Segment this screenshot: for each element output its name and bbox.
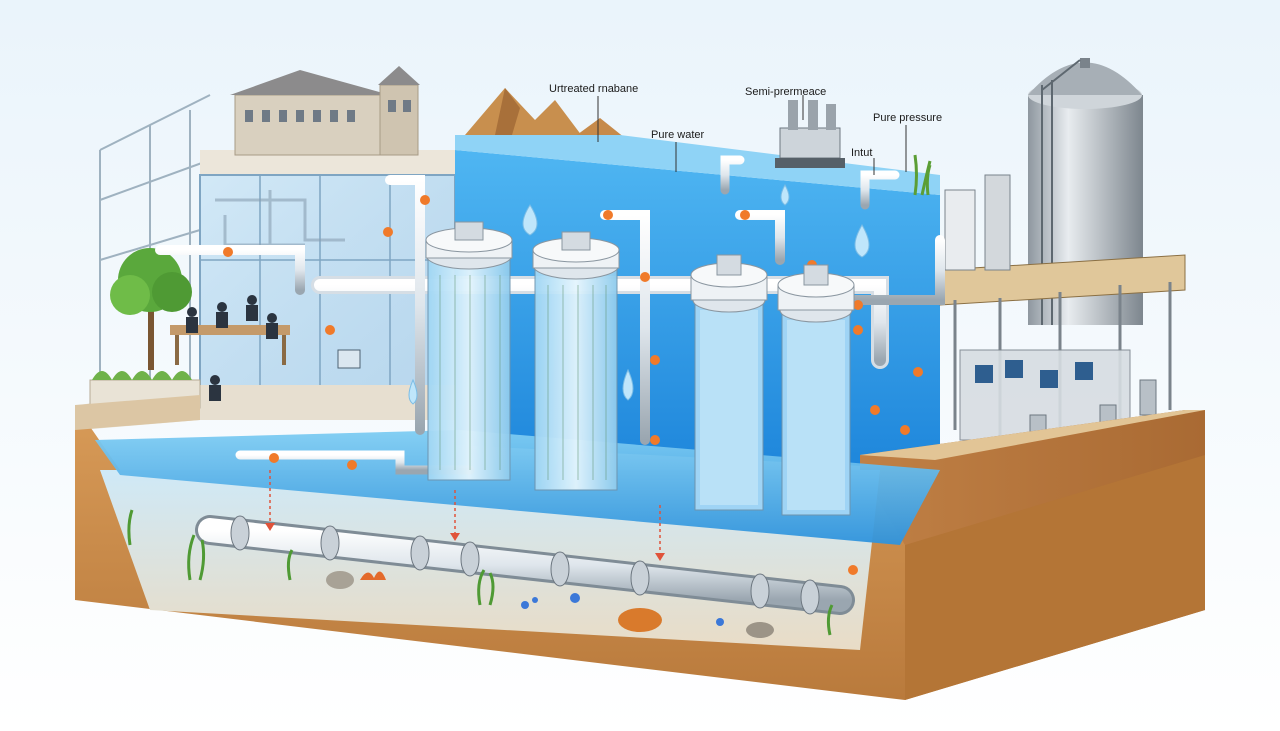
membrane-unit-top [775, 100, 845, 168]
label-untreated: Urtreated rnabane [549, 83, 638, 95]
filter-column-3 [690, 254, 768, 511]
flow-arrows [265, 470, 665, 561]
callout-lines [597, 95, 907, 175]
underground-pipe [195, 515, 855, 615]
filter-column-1 [425, 221, 513, 481]
filter-column-4 [777, 264, 855, 516]
valves [223, 195, 923, 575]
label-pure-water: Pure water [651, 129, 705, 141]
label-pure-pressure: Pure pressure [873, 112, 942, 124]
label-intake: Intut [851, 147, 872, 159]
water-droplets [408, 183, 870, 405]
seabed [127, 509, 834, 638]
label-semi-permeable: Semi-prermeace [745, 86, 826, 98]
filter-column-2 [532, 231, 620, 491]
reeds [913, 154, 932, 196]
control-building [199, 66, 456, 406]
tank-top-water [455, 135, 940, 195]
